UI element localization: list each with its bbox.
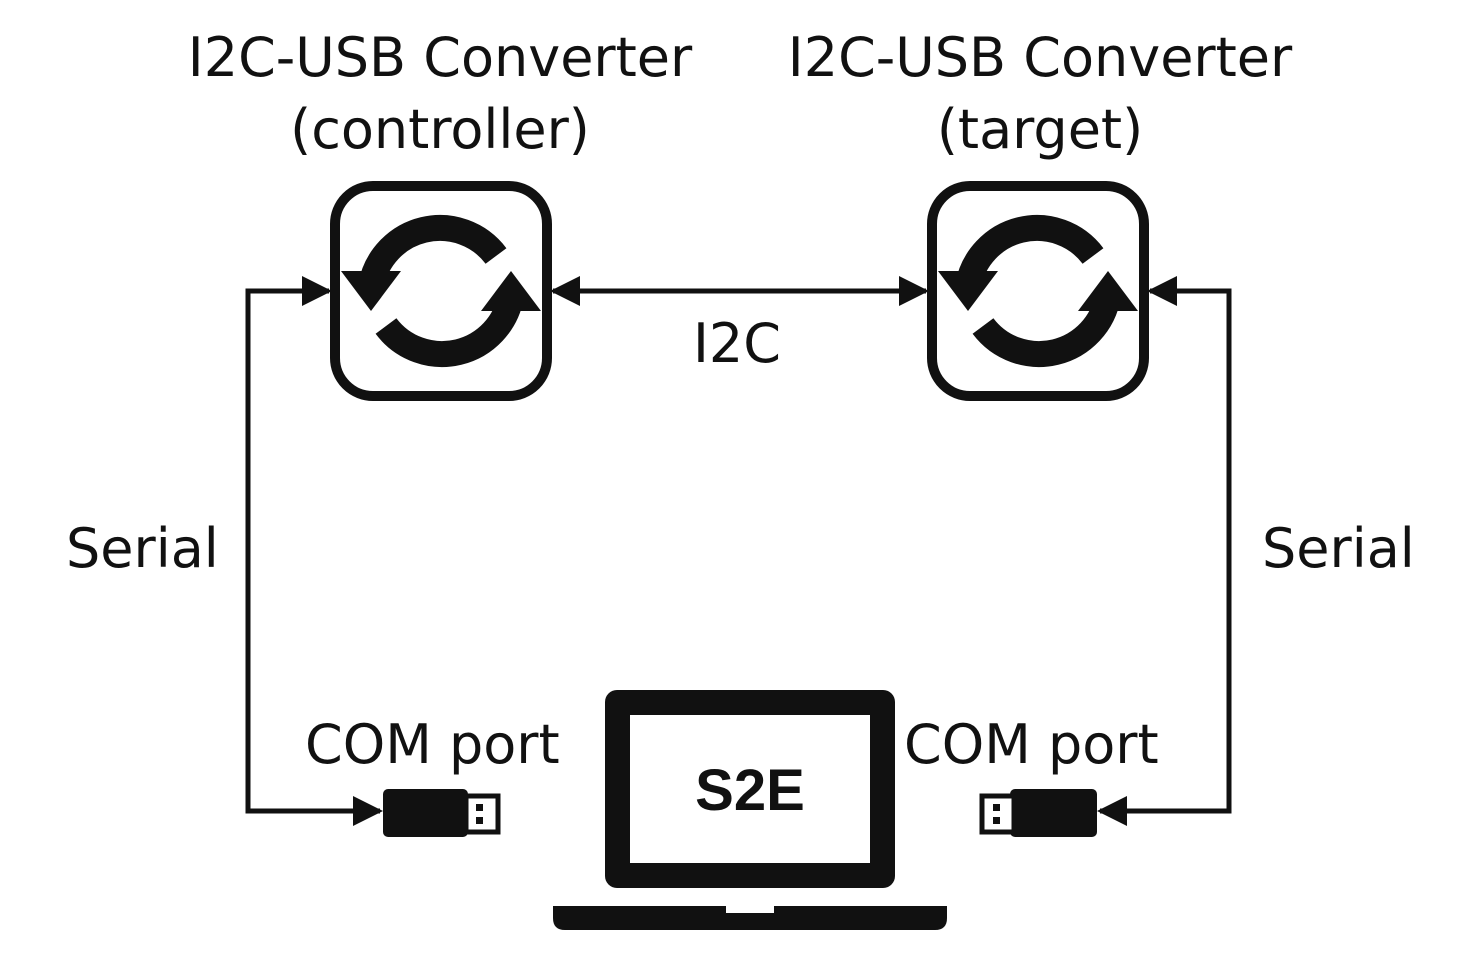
laptop-icon	[553, 690, 947, 930]
i2c-label: I2C	[693, 312, 781, 375]
controller-title-line2: (controller)	[290, 98, 590, 161]
serial-link-left-bottom	[245, 560, 383, 826]
controller-converter-box	[335, 181, 547, 401]
target-converter-box	[932, 181, 1144, 401]
com-port-label-left: COM port	[305, 713, 560, 776]
serial-link-right-top	[1147, 276, 1232, 560]
com-port-label-right: COM port	[904, 713, 1159, 776]
serial-label-right: Serial	[1262, 517, 1415, 580]
serial-link-left-top	[245, 276, 332, 560]
controller-title-line1: I2C-USB Converter	[187, 26, 693, 89]
serial-link-right-bottom	[1097, 560, 1232, 826]
target-title-line2: (target)	[936, 98, 1144, 161]
serial-label-left: Serial	[66, 517, 219, 580]
usb-plug-icon	[979, 789, 1097, 837]
usb-plug-icon	[383, 789, 501, 837]
laptop-screen-label: S2E	[695, 758, 805, 823]
target-title-line1: I2C-USB Converter	[787, 26, 1293, 89]
